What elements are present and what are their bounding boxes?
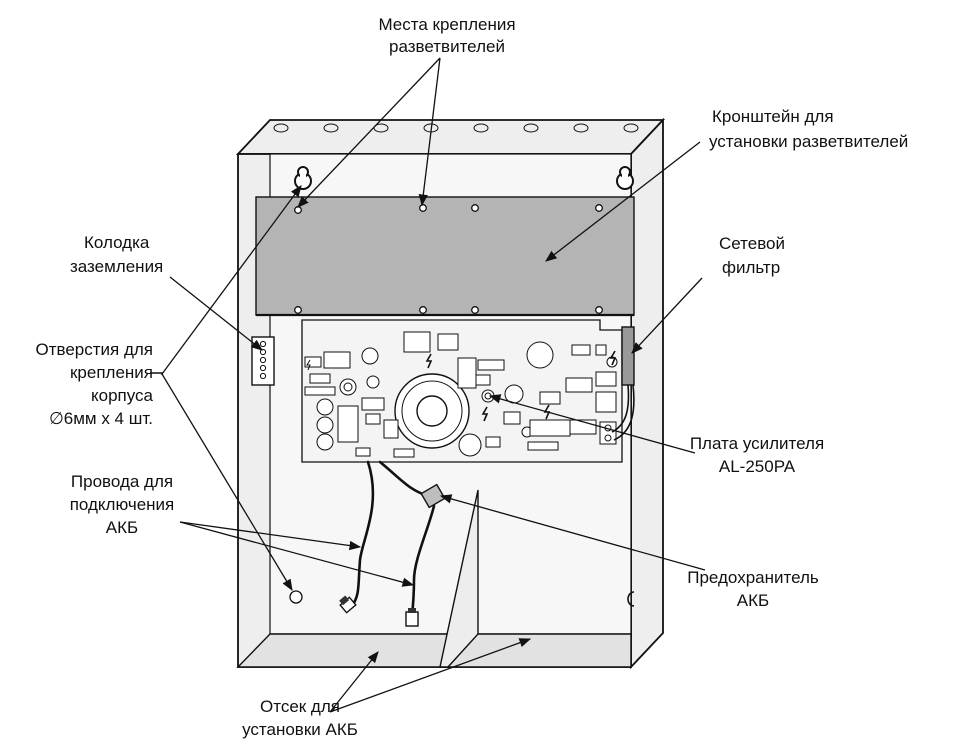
label-bracket-line2: установки разветвителей: [709, 132, 908, 151]
label-battery-wires-line3: АКБ: [106, 518, 138, 537]
label-amp-board-line2: AL-250PA: [719, 457, 796, 476]
line-filter: [611, 326, 635, 441]
mount-hole-lower-right: [627, 591, 635, 607]
keyhole-right: [616, 166, 634, 190]
splitter-bracket: [255, 196, 635, 317]
battery-divider: [439, 489, 479, 668]
label-battery-bay-line2: установки АКБ: [242, 720, 358, 739]
enclosure-floor: [236, 633, 632, 668]
label-splitter-mounts-line1: Места крепления: [378, 15, 515, 34]
label-holes-line3: корпуса: [91, 386, 154, 405]
battery-fuse: [420, 483, 446, 509]
label-bracket-line1: Кронштейн для: [712, 107, 834, 126]
label-amp-board-line1: Плата усилителя: [690, 434, 824, 453]
bracket-hole: [294, 306, 302, 314]
label-ground-block-line2: заземления: [70, 257, 163, 276]
label-splitter-mounts-line2: разветвителей: [389, 37, 505, 56]
bracket-hole: [595, 204, 603, 212]
keyhole-left: [294, 166, 312, 190]
bracket-hole: [471, 306, 479, 314]
enclosure-right-face: [630, 117, 664, 670]
label-ground-block-line1: Колодка: [84, 233, 150, 252]
label-battery-wires-line1: Провода для: [71, 472, 173, 491]
battery-clip-right: [405, 608, 419, 627]
leader-lines: [150, 57, 706, 713]
amplifier-board: [301, 319, 623, 463]
label-battery-wires-line2: подключения: [70, 495, 175, 514]
label-holes-line1: Отверстия для: [35, 340, 153, 359]
bracket-hole: [419, 306, 427, 314]
bracket-hole: [471, 204, 479, 212]
bracket-hole: [595, 306, 603, 314]
label-line-filter-line1: Сетевой: [719, 234, 785, 253]
label-holes-line4: ∅6мм х 4 шт.: [49, 409, 153, 428]
label-battery-bay-line1: Отсек для: [260, 697, 340, 716]
bracket-hole: [294, 206, 302, 214]
label-battery-fuse-line1: Предохранитель: [687, 568, 819, 587]
mount-hole-lower-left: [289, 590, 303, 604]
label-line-filter-line2: фильтр: [722, 258, 780, 277]
battery-clip-left: [339, 595, 357, 614]
bracket-hole: [419, 204, 427, 212]
callout-labels: Места крепления разветвителей Кронштейн …: [35, 15, 908, 739]
label-battery-fuse-line2: АКБ: [737, 591, 769, 610]
enclosure-top-face: [235, 119, 666, 155]
label-holes-line2: крепления: [70, 363, 153, 382]
